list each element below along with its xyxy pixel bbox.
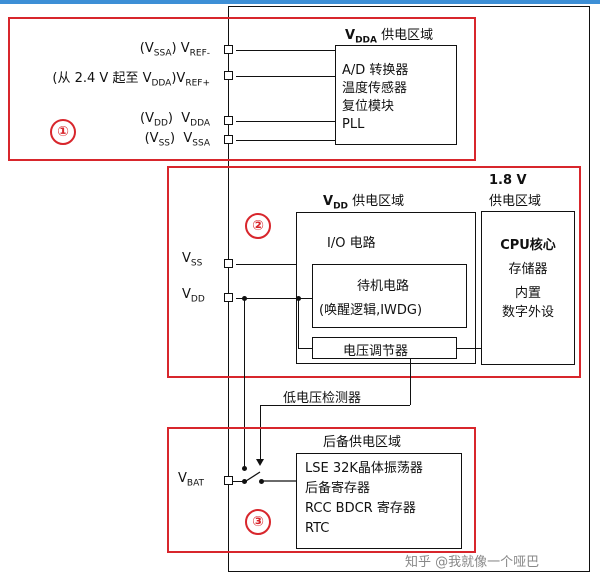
backup-domain-box: [296, 453, 462, 549]
chip-outline: [228, 6, 590, 572]
vdd-bus-vertical: [298, 298, 299, 348]
standby-circuit-box: [312, 264, 467, 328]
domain-1-badge: ①: [50, 119, 76, 145]
vdd-junction-dot-1: [242, 296, 247, 301]
vdda-pin: [224, 116, 233, 125]
voltage-regulator-box: [312, 337, 457, 359]
vref-plus-label: (从 2.4 V 起至 VDDA)VREF+: [52, 71, 210, 89]
detector-vertical-line: [410, 359, 411, 405]
rcc-bdcr-label: RCC BDCR 寄存器: [305, 501, 416, 516]
vdda-peripherals-list: A/D 转换器 温度传感器 复位模块 PLL: [342, 62, 408, 134]
vdd-to-backup-switch-line: [244, 298, 245, 468]
vdda-pin-label: (VDD) VDDA: [140, 111, 210, 129]
vdd-pin-label: VDD: [182, 287, 205, 305]
vref-plus-line: [236, 76, 336, 77]
vssa-pin-label: (VSS) VSSA: [144, 131, 210, 149]
pll-label: PLL: [342, 117, 365, 132]
power-switch-icon: [245, 471, 296, 482]
vdd-domain-title: VDD 供电区域: [323, 194, 405, 212]
temp-sensor-label: 温度传感器: [342, 81, 408, 96]
low-voltage-detector-label: 低电压检测器: [283, 391, 362, 406]
v18-domain-subtitle: 供电区域: [489, 194, 542, 209]
core-domain-list: CPU核心 存储器 内置 数字外设: [481, 234, 575, 320]
vdd-to-regulator-line: [298, 348, 312, 349]
backup-domain-title: 后备供电区域: [323, 435, 402, 450]
vdda-line: [236, 121, 336, 122]
vdd-pin: [224, 293, 233, 302]
reset-module-label: 复位模块: [342, 99, 395, 114]
standby-circuit-detail: (唤醒逻辑,IWDG): [319, 303, 423, 318]
vssa-pin: [224, 135, 233, 144]
core-domain-box: [481, 211, 575, 365]
voltage-regulator-label: 电压调节器: [343, 344, 409, 359]
backup-registers-label: 后备寄存器: [305, 481, 371, 496]
vref-minus-line: [236, 50, 336, 51]
io-circuit-label: I/O 电路: [327, 236, 376, 251]
vssa-line: [236, 140, 336, 141]
digital-peripherals-label: 数字外设: [501, 305, 554, 320]
regulator-to-core-line: [457, 348, 481, 349]
vss-pin: [224, 259, 233, 268]
detector-horizontal-line: [260, 405, 410, 406]
vdd-line: [236, 298, 312, 299]
v18-domain-title: 1.8 V: [489, 173, 527, 188]
vbat-junction-dot: [242, 479, 247, 484]
vdda-peripherals-box: [335, 45, 457, 145]
rtc-label: RTC: [305, 521, 330, 536]
memory-label: 存储器: [508, 262, 548, 277]
standby-circuit-label: 待机电路: [357, 279, 410, 294]
vdd-domain-highlight: [167, 166, 581, 378]
vbat-line: [233, 481, 247, 482]
vbat-pin-label: VBAT: [178, 471, 205, 489]
vdd-domain-box: [296, 212, 476, 364]
detector-arrow-icon: [256, 459, 264, 466]
top-accent-bar: [0, 0, 600, 4]
vdda-domain-title: VDDA 供电区域: [345, 28, 434, 46]
vdda-domain-highlight: [8, 17, 476, 161]
vdd-junction-dot-2: [296, 296, 301, 301]
detector-to-switch-line: [260, 405, 261, 460]
domain-3-badge: ③: [245, 509, 271, 535]
cpu-core-label: CPU核心: [500, 238, 556, 253]
vss-line: [236, 264, 296, 265]
lse-oscillator-label: LSE 32K晶体振荡器: [305, 461, 423, 476]
switch-output-dot: [259, 479, 264, 484]
vbat-pin: [224, 476, 233, 485]
vref-minus-label: (VSSA) VREF-: [139, 41, 210, 59]
domain-2-badge: ②: [245, 213, 271, 239]
builtin-label: 内置: [514, 286, 541, 301]
vref-plus-pin: [224, 71, 233, 80]
vss-pin-label: VSS: [182, 251, 203, 269]
vref-minus-pin: [224, 45, 233, 54]
backup-domain-highlight: [167, 427, 476, 553]
watermark-text: 知乎 @我就像一个哑巴: [405, 555, 540, 570]
adc-label: A/D 转换器: [342, 63, 409, 78]
vdd-switch-terminal-dot: [242, 466, 247, 471]
backup-domain-list: LSE 32K晶体振荡器 后备寄存器 RCC BDCR 寄存器 RTC: [305, 459, 423, 539]
